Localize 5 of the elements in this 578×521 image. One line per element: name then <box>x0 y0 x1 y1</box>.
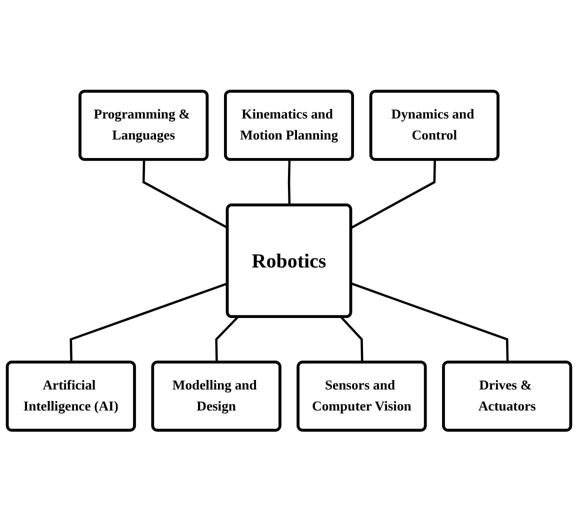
connector <box>340 316 364 362</box>
connector <box>215 316 239 362</box>
connector <box>288 160 291 206</box>
connector <box>350 160 436 229</box>
connector <box>350 282 509 362</box>
